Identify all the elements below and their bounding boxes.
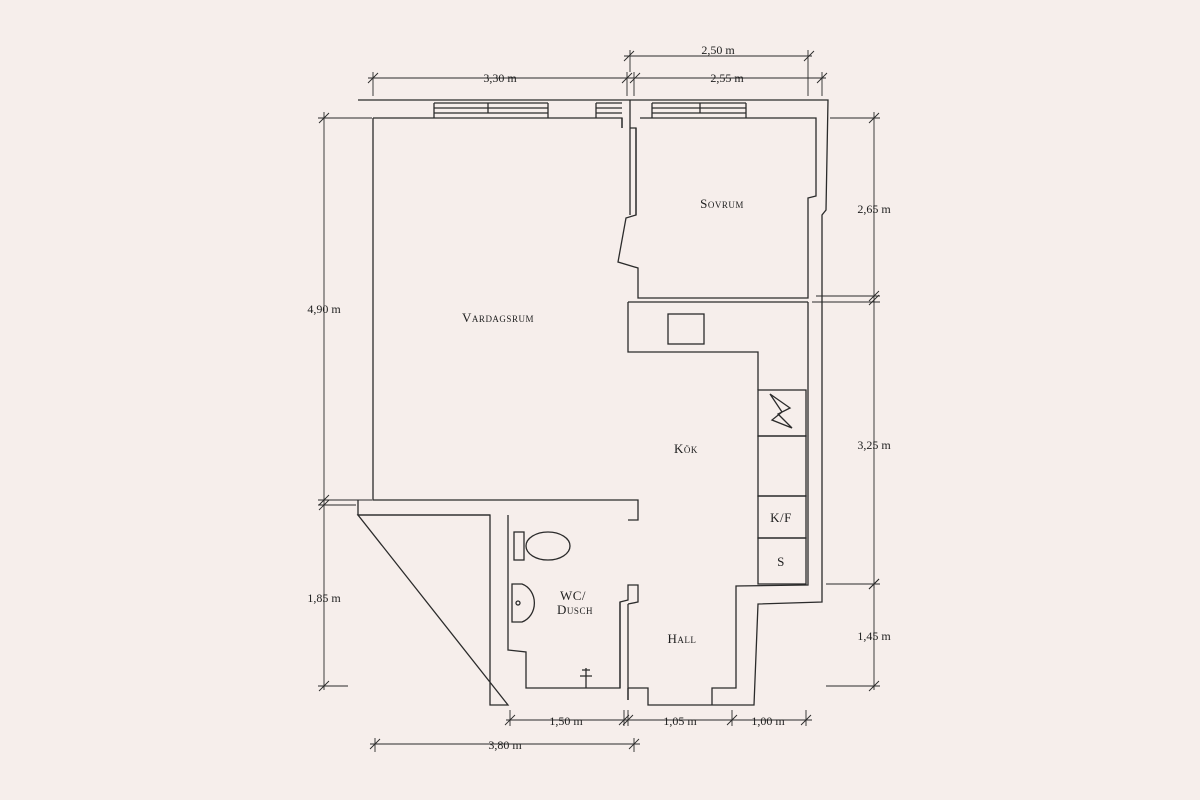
- room-label-dusch: Dusch: [557, 602, 593, 617]
- dim-line-top-living: [367, 72, 633, 96]
- left-lower-wall: [357, 500, 490, 516]
- dim-label-right-hall: 1,45 m: [857, 629, 891, 643]
- stove-unit: [757, 389, 807, 437]
- dim-label-bottom-right: 1,00 m: [751, 714, 785, 728]
- dim-label-left-height: 4,90 m: [307, 302, 341, 316]
- dim-label-left-lower: 1,85 m: [307, 591, 341, 605]
- windows: [433, 102, 747, 118]
- dim-line-bottom-hall: [620, 710, 738, 726]
- right-inner-wall: [711, 302, 809, 705]
- stove-symbol: [769, 393, 793, 429]
- dim-line-left-lower: [318, 499, 356, 692]
- counter-unit: [757, 435, 807, 497]
- toilet-icon: [513, 531, 571, 561]
- dim-line-bottom-right: [730, 710, 812, 726]
- dim-line-left-height: [318, 112, 372, 506]
- dim-line-bottom-wc: [504, 710, 632, 726]
- kitchen-units: [757, 389, 807, 585]
- dim-line-right-hall: [826, 578, 880, 692]
- dim-line-top-bedroom: [629, 72, 828, 96]
- window-living-1: [433, 102, 549, 118]
- room-label-hall: Hall: [668, 631, 697, 646]
- storage-unit: [757, 537, 807, 585]
- shower-icon: [580, 668, 592, 688]
- dim-label-top-bedroom-outer: 2,50 m: [701, 43, 735, 57]
- room-label-vardagsrum: Vardagsrum: [462, 310, 534, 325]
- dim-line-right-kitchen: [812, 294, 880, 590]
- dim-line-bottom-total: [369, 738, 640, 752]
- dim-label-bottom-total: 3,80 m: [488, 738, 522, 752]
- dim-label-top-living: 3,30 m: [483, 71, 517, 85]
- room-labels: Vardagsrum Sovrum Kök WC/ Dusch Hall K/F…: [462, 196, 792, 646]
- chimney-box: [667, 313, 705, 345]
- dim-label-right-kitchen: 3,25 m: [857, 438, 891, 452]
- room-label-kok: Kök: [674, 441, 698, 456]
- room-label-sovrum: Sovrum: [700, 196, 744, 211]
- dim-label-right-bedroom: 2,65 m: [857, 202, 891, 216]
- wc-area: [507, 515, 639, 700]
- room-label-wc: WC/: [560, 588, 586, 603]
- dim-line-top-bedroom-outer: [623, 50, 815, 96]
- window-living-2: [595, 102, 622, 118]
- partition-wall: [621, 100, 637, 215]
- dim-label-top-bedroom: 2,55 m: [710, 71, 744, 85]
- dim-line-right-bedroom: [816, 112, 880, 302]
- chimney-wall: [627, 302, 759, 390]
- dim-label-bottom-wc: 1,50 m: [549, 714, 583, 728]
- dim-label-bottom-hall: 1,05 m: [663, 714, 697, 728]
- dimension-labels: 2,50 m 3,30 m 2,55 m 4,90 m 1,85 m 2,65 …: [307, 43, 891, 752]
- sink-icon: [511, 583, 536, 623]
- room-label-s: S: [777, 554, 785, 569]
- outer-walls: [356, 99, 829, 706]
- wc-door-wall: [619, 602, 629, 700]
- room-label-kf: K/F: [770, 510, 792, 525]
- dimension-lines: [318, 50, 880, 752]
- window-bedroom: [651, 102, 747, 118]
